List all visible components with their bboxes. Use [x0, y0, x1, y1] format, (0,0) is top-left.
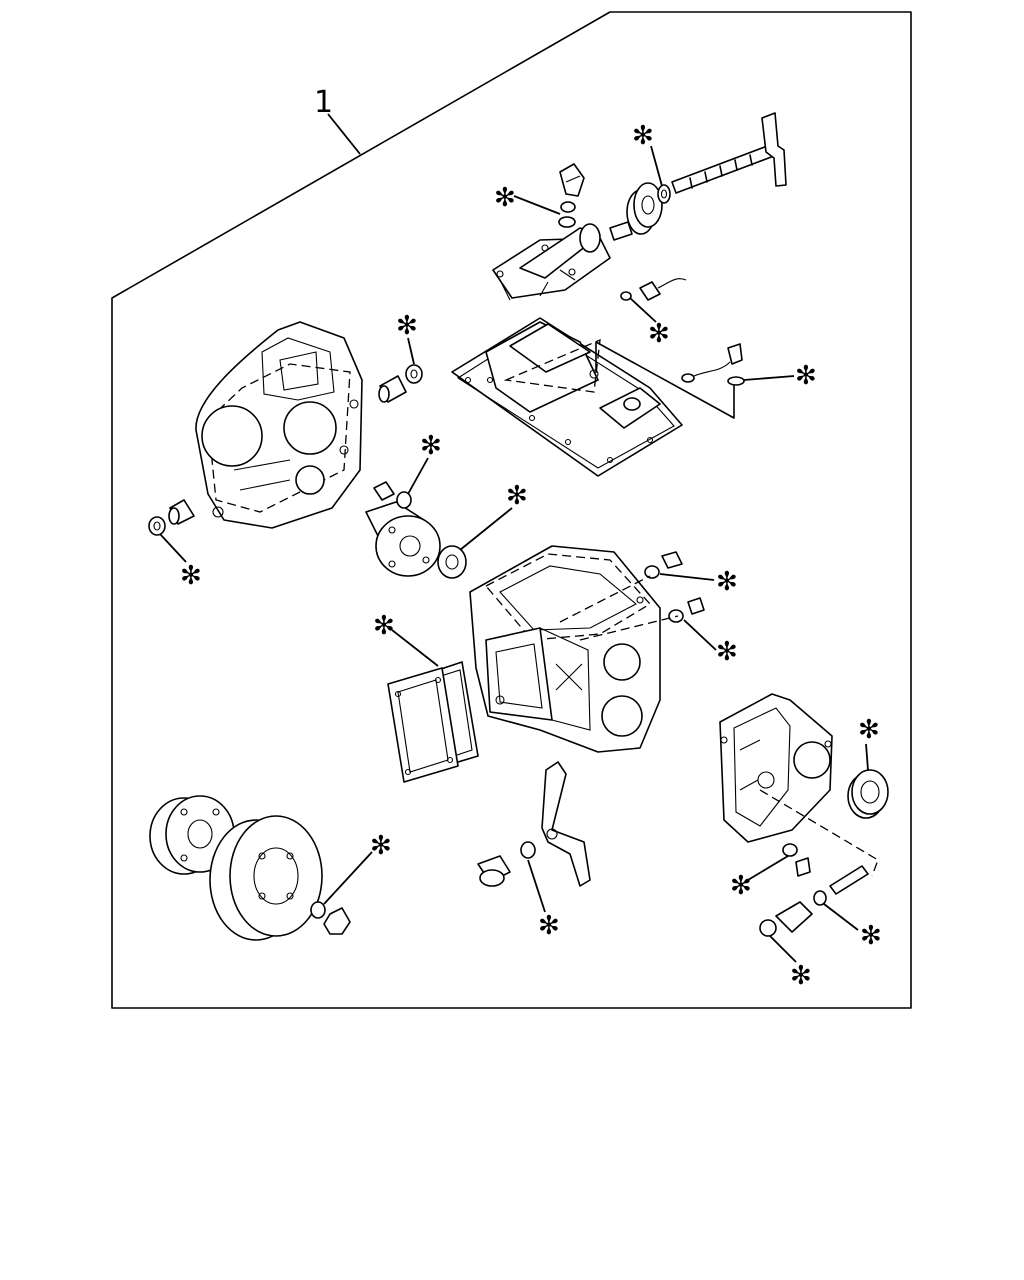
neutral-switch-part [620, 278, 687, 301]
note-mark: ✻ [860, 921, 882, 951]
note-mark: ✻ [790, 961, 812, 991]
note-mark: ✻ [396, 311, 418, 341]
shift-fork-part [541, 761, 591, 887]
shift-lever-housing [492, 221, 633, 301]
extension-housing-part [719, 693, 833, 843]
shift-shaft-part [671, 112, 787, 194]
housing-washer-lower [148, 516, 166, 536]
note-mark: ✻ [632, 121, 654, 151]
parking-brake-drum [209, 815, 323, 941]
note-mark: ✻ [373, 611, 395, 641]
reverse-switch-part [681, 343, 745, 386]
note-mark: ✻ [538, 911, 560, 941]
note-mark: ✻ [648, 319, 670, 349]
note-mark: ✻ [795, 361, 817, 391]
item-number-leader [327, 113, 361, 155]
note-mark: ✻ [494, 183, 516, 213]
speedometer-sleeve [782, 843, 811, 877]
drain-plug-lower [668, 597, 705, 623]
shaft-bearing-part [626, 182, 663, 235]
note-marks: ✻ ✻ ✻ ✻ ✻ ✻ ✻ ✻ ✻ ✻ ✻ ✻ ✻ ✻ ✻ ✻ ✻ [180, 121, 882, 991]
drain-plug-upper [644, 551, 683, 579]
top-cover-plate [451, 317, 683, 477]
flange-nut-part [310, 901, 351, 935]
note-mark: ✻ [716, 567, 738, 597]
note-mark: ✻ [716, 637, 738, 667]
note-mark: ✻ [858, 715, 880, 745]
speedo-dash-line [759, 789, 879, 877]
side-cover-gasket [387, 661, 479, 783]
fork-pivot-part [477, 841, 536, 887]
note-mark: ✻ [420, 431, 442, 461]
kit-boundary-frame [111, 11, 912, 1009]
transmission-case-part [469, 545, 661, 753]
retainer-bolt-part [373, 481, 412, 509]
oil-seal-rear [847, 769, 889, 819]
speedometer-gear [813, 865, 869, 906]
shaft-washer-part [657, 184, 671, 204]
detent-washer-part [558, 201, 576, 228]
detent-ball-part [559, 163, 585, 197]
speedometer-driven-sleeve [759, 901, 813, 937]
note-mark: ✻ [370, 831, 392, 861]
housing-dowel-lower [168, 499, 195, 525]
note-mark: ✻ [506, 481, 528, 511]
clutch-housing-part [195, 321, 363, 529]
housing-dowel-upper [378, 375, 407, 403]
note-mark: ✻ [180, 561, 202, 591]
oil-seal-input [437, 545, 467, 579]
plug-dash-line [559, 575, 679, 641]
bearing-retainer-part [365, 501, 441, 577]
switch-hole-dash-line [595, 341, 735, 419]
housing-washer-upper [405, 364, 423, 384]
note-leaders [159, 145, 869, 963]
note-mark: ✻ [730, 871, 752, 901]
item-number-label: 1 [314, 85, 333, 120]
